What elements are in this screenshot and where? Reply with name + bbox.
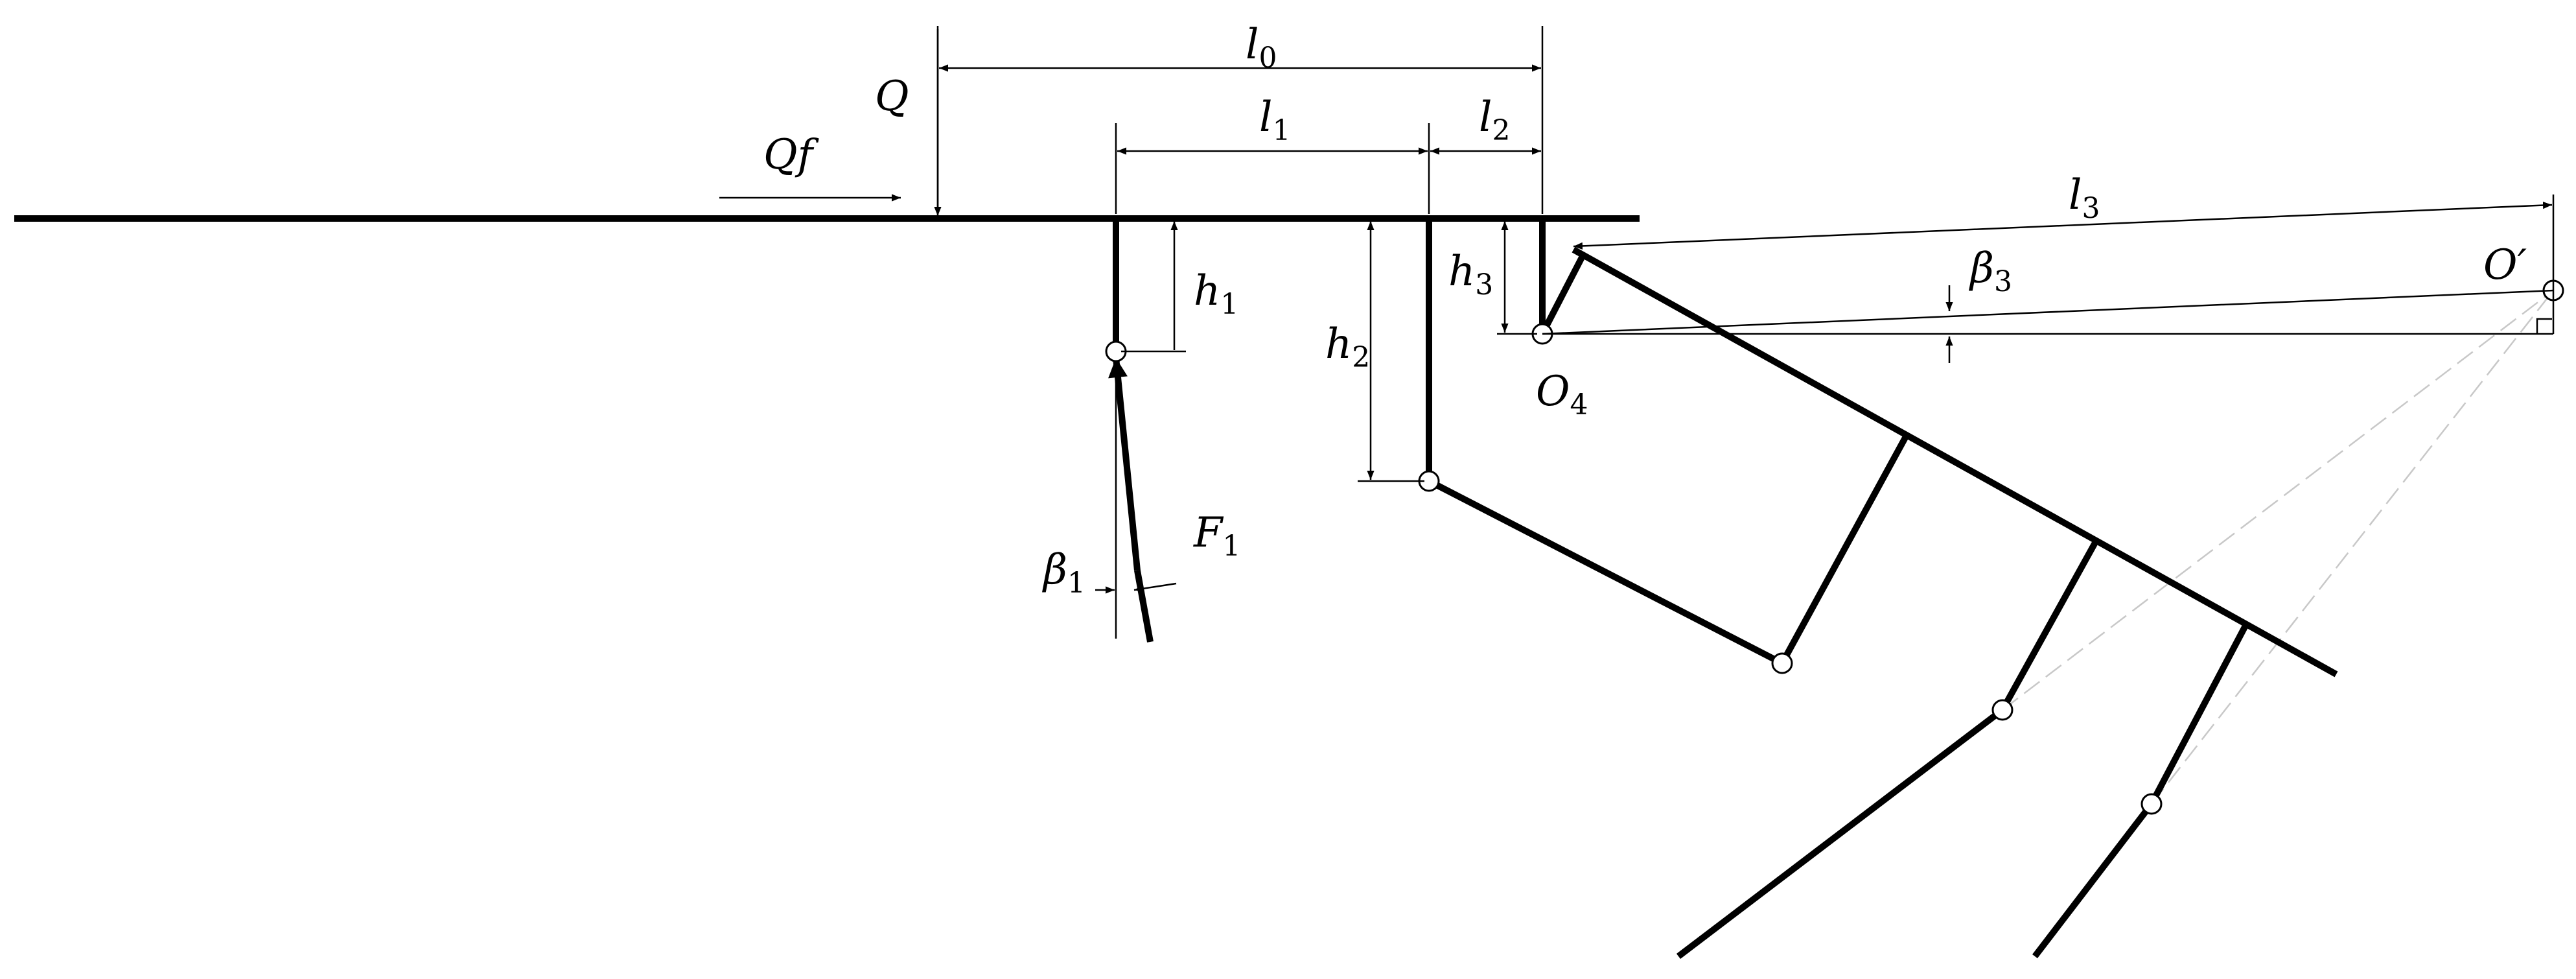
f1-force-tail [1134,570,1154,643]
label-qf: Qf [763,131,819,179]
label-beta1: β1 [1042,546,1085,600]
dim-h2 [1358,221,1424,482]
pivot-lower-node [1771,652,1793,674]
dash-line-a [2002,290,2554,711]
dim-h1 [1121,221,1186,353]
dim-l0 [936,26,1544,214]
middle-link-strut [1999,541,2098,712]
label-beta3: β3 [1969,244,2012,298]
dim-h3 [1497,221,1537,335]
construction-lines [2002,290,2554,805]
o4-to-o-prime-line [1542,289,2554,335]
right-link-leg [2032,801,2154,959]
label-h2: h2 [1325,320,1370,374]
diagonal-arm [1572,246,2338,678]
label-h1: h1 [1194,267,1238,321]
label-l1: l1 [1259,93,1290,147]
dim-l1-l2 [1115,123,1541,214]
short-link-o4 [1539,254,1586,336]
middle-link-leg [1676,707,2005,959]
dash-line-b [2151,290,2554,805]
label-o-prime: O′ [2483,241,2527,289]
pivot-middle-node [1991,699,2013,721]
dim-l3 [1573,201,2553,250]
right-angle-mark [2536,318,2552,334]
label-f1: F1 [1193,509,1240,563]
lower-link-2 [1779,436,1909,665]
label-h3: h3 [1448,248,1493,301]
beta1-marker [1095,582,1177,594]
label-l3: l3 [2069,171,2100,225]
label-l2: l2 [1479,93,1510,147]
pivot-right-node [2141,793,2163,815]
label-q: Q [875,73,909,121]
right-link-strut [2148,624,2249,806]
label-o4: O4 [1536,368,1588,421]
lower-link-1 [1427,478,1784,666]
f1-force-line [1108,357,1141,571]
label-l0: l0 [1246,21,1277,75]
